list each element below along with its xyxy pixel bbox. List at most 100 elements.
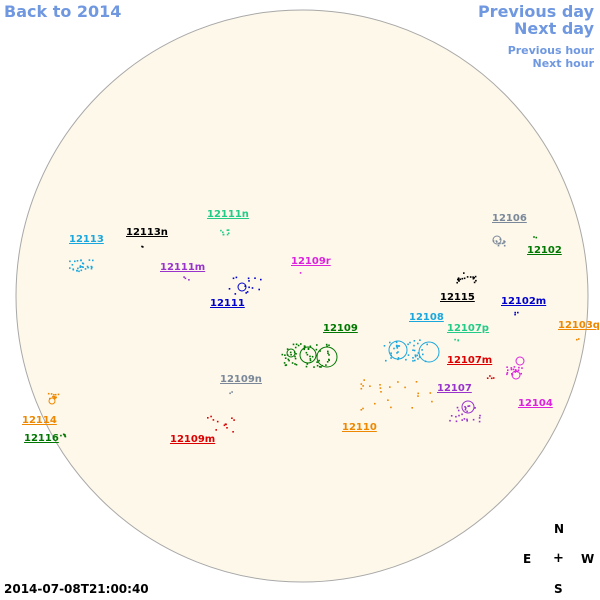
sunspot-dot-12111m	[183, 276, 185, 278]
sunspot-dot-12110	[374, 402, 376, 405]
sunspot-dot-12106	[496, 241, 498, 243]
sunspot-dot-12104	[514, 371, 516, 373]
sunspot-dot-12109	[284, 357, 287, 359]
sunspot-dot-12107	[472, 418, 475, 421]
sunspot-dot-12107	[464, 408, 467, 411]
next-day-link[interactable]: Next day	[514, 19, 594, 38]
region-label-12102m[interactable]: 12102m	[501, 296, 547, 307]
region-label-12109n[interactable]: 12109n	[220, 374, 262, 385]
compass-south: S	[554, 582, 563, 596]
sunspot-dot-12111n	[226, 233, 229, 236]
sunspot-dot-12110	[411, 407, 413, 409]
region-label-12103q[interactable]: 12103q	[558, 320, 600, 331]
region-label-12116[interactable]: 12116	[24, 433, 59, 444]
sunspot-dot-12110	[389, 386, 391, 388]
sunspot-dot-12109	[294, 363, 296, 365]
sunspot-dot-12107	[463, 418, 466, 420]
sunspot-dot-12109	[316, 344, 318, 346]
sunspot-dot-12113	[80, 259, 82, 262]
sunspot-dot-12107m	[486, 377, 489, 379]
sunspot-dot-12109	[304, 345, 306, 348]
region-label-12111m[interactable]: 12111m	[160, 262, 206, 273]
region-label-12109m[interactable]: 12109m	[170, 434, 216, 445]
sunspot-dot-12107	[461, 413, 463, 416]
region-label-12109r[interactable]: 12109r	[291, 256, 331, 267]
region-label-12113[interactable]: 12113	[69, 234, 104, 245]
sunspot-dot-12108	[412, 360, 414, 362]
back-to-year-link[interactable]: Back to 2014	[4, 2, 122, 21]
sunspot-dot-12110	[429, 392, 432, 394]
sunspot-dot-12107	[466, 410, 468, 413]
region-label-12107p[interactable]: 12107p	[447, 323, 489, 334]
previous-hour-link[interactable]: Previous hour	[507, 44, 594, 57]
sunspot-dot-12109	[306, 353, 309, 356]
sunspot-dot-12109	[291, 362, 294, 364]
region-label-12113n[interactable]: 12113n	[126, 227, 168, 238]
sunspot-dot-12109	[284, 354, 286, 356]
sunspot-dot-12109	[326, 345, 328, 348]
sunspot-dot-12109	[309, 359, 312, 362]
sunspot-dot-12107	[461, 419, 463, 421]
sunspot-dot-12109	[305, 351, 308, 354]
sunspot-dot-12109m	[233, 419, 235, 421]
sunspot-dot-12111	[260, 278, 262, 281]
region-label-12102[interactable]: 12102	[527, 245, 562, 256]
region-label-12108[interactable]: 12108	[409, 312, 444, 323]
region-label-12111[interactable]: 12111	[210, 298, 245, 309]
sunspot-dot-12108	[407, 354, 410, 356]
sunspot-umbra-12108	[388, 340, 408, 360]
sunspot-umbra-12114	[48, 397, 56, 405]
compass-east: E	[523, 552, 532, 566]
sunspot-dot-12109m	[216, 420, 219, 423]
sunspot-dot-12111	[251, 287, 254, 289]
sunspot-dot-12115	[463, 272, 465, 274]
sunspot-dot-12108	[419, 339, 421, 341]
sunspot-dot-12109m	[225, 423, 227, 426]
sunspot-dot-12109	[315, 348, 318, 351]
sunspot-dot-12113	[90, 267, 93, 270]
sunspot-dot-12108	[414, 355, 417, 358]
sunspot-dot-12107	[456, 406, 459, 409]
sunspot-dot-12108	[414, 354, 417, 356]
sunspot-dot-12106	[497, 244, 500, 247]
sunspot-umbra-12106	[492, 235, 502, 245]
sunspot-dot-12113	[80, 269, 83, 272]
sunspot-dot-12108	[414, 359, 416, 362]
region-label-12104[interactable]: 12104	[518, 398, 553, 409]
sunspot-dot-12113	[76, 260, 79, 262]
next-hour-link[interactable]: Next hour	[532, 57, 595, 70]
sunspot-dot-12109m	[223, 424, 226, 427]
region-label-12115[interactable]: 12115	[440, 292, 475, 303]
region-label-12107[interactable]: 12107	[437, 383, 472, 394]
sunspot-dot-12110	[362, 385, 364, 387]
sunspot-dot-12109	[300, 343, 302, 345]
sunspot-dot-12111n	[227, 229, 230, 231]
sunspot-dot-12109m	[226, 427, 228, 429]
previous-day-link[interactable]: Previous day	[477, 2, 594, 21]
region-label-12114[interactable]: 12114	[22, 415, 57, 426]
sunspot-dot-12107	[466, 420, 468, 422]
sunspot-dot-12107	[465, 407, 467, 409]
sunspot-dot-12107	[474, 407, 476, 409]
sunspot-dot-12108	[383, 345, 386, 347]
region-label-12106[interactable]: 12106	[492, 213, 527, 224]
sunspot-dot-12113	[78, 270, 80, 273]
sunspot-dot-12108	[395, 344, 398, 347]
region-label-12109[interactable]: 12109	[323, 323, 358, 334]
region-label-12111n[interactable]: 12111n	[207, 209, 249, 220]
sunspot-dot-12106	[504, 241, 506, 243]
sunspot-dot-12110	[397, 381, 399, 383]
region-label-12107m[interactable]: 12107m	[447, 355, 493, 366]
sunspot-dot-12106	[503, 244, 506, 247]
sunspot-dot-12109	[294, 355, 296, 358]
sunspot-dot-12108	[390, 357, 392, 359]
sunspot-dot-12109	[307, 348, 310, 350]
sunspot-dot-12110	[404, 386, 406, 389]
sunspot-dot-12107	[468, 405, 471, 407]
region-label-12110[interactable]: 12110	[342, 422, 377, 433]
sunspot-dot-12113	[84, 268, 87, 270]
sunspot-dot-12114	[53, 394, 55, 396]
sunspot-dot-12109	[328, 358, 330, 361]
sunspot-dot-12109	[313, 366, 315, 368]
